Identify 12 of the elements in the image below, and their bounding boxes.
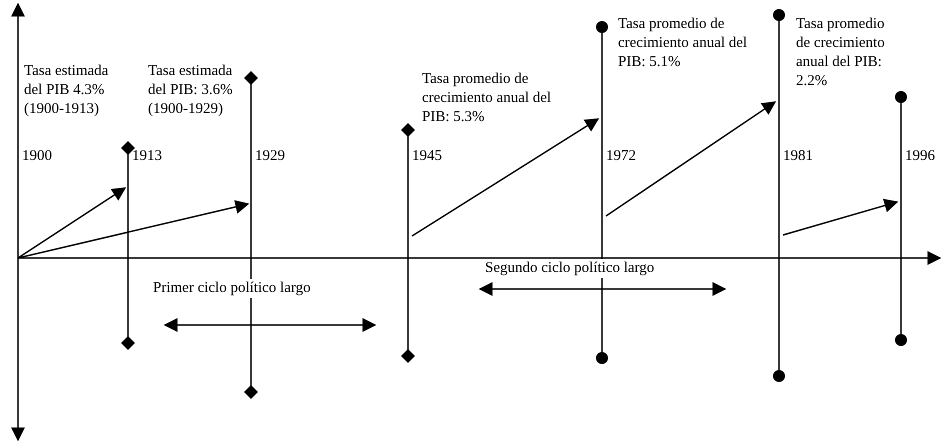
annotation-text: Tasa promedio de crecimiento anual del PIB: 5.3% bbox=[422, 70, 552, 127]
year-label: 1996 bbox=[905, 147, 936, 166]
annotation-text: Tasa estimada del PIB 4.3% (1900-1913) bbox=[24, 62, 110, 119]
year-label: 1929 bbox=[255, 147, 286, 166]
year-label: 1972 bbox=[606, 147, 637, 166]
year-label: 1900 bbox=[22, 147, 53, 166]
annotation-text: Tasa promedio de crecimiento anual del PIB: 2.2% bbox=[796, 15, 886, 91]
year-label: 1981 bbox=[783, 147, 814, 166]
annotation-text: Tasa estimada del PIB: 3.6% (1900-1929) bbox=[148, 62, 234, 119]
annotation-text: Tasa promedio de crecimiento anual del PIB: 5.1% bbox=[618, 15, 748, 72]
year-label: 1945 bbox=[412, 147, 443, 166]
year-label: 1913 bbox=[132, 147, 163, 166]
